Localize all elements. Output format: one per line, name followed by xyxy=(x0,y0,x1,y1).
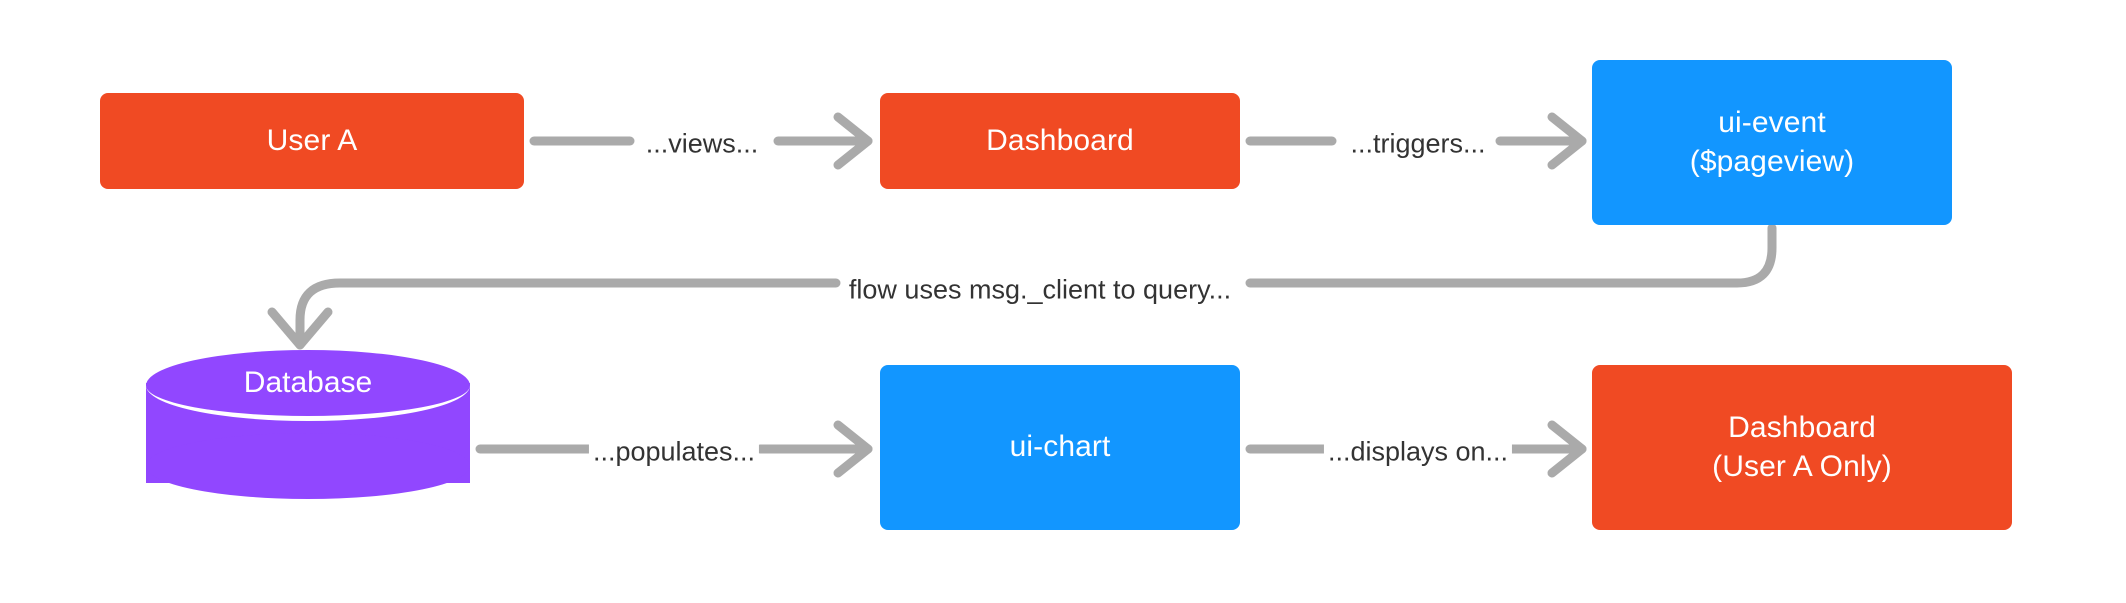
node-database-label: Database xyxy=(243,366,373,399)
node-user-a[interactable]: User A xyxy=(100,93,524,189)
edge-label-triggers: ...triggers... xyxy=(1346,130,1490,158)
node-ui-chart[interactable]: ui-chart xyxy=(880,365,1240,530)
node-dashboard[interactable]: Dashboard xyxy=(880,93,1240,189)
node-dashboard-label: Dashboard xyxy=(986,123,1134,157)
database-cylinder-bottom xyxy=(146,433,470,499)
node-dashboard-user-a-only-sublabel: (User A Only) xyxy=(1712,449,1892,483)
node-ui-event[interactable]: ui-event ($pageview) xyxy=(1592,60,1952,225)
node-dashboard-user-a-only-label: Dashboard xyxy=(1728,411,1876,445)
node-dashboard-user-a-only[interactable]: Dashboard (User A Only) xyxy=(1592,365,2012,530)
edge-label-views: ...views... xyxy=(641,130,763,158)
edge-label-populates: ...populates... xyxy=(588,438,760,466)
edge-label-displays-on: ...displays on... xyxy=(1323,438,1513,466)
node-ui-chart-label: ui-chart xyxy=(1009,430,1111,464)
node-database[interactable]: Database xyxy=(146,350,470,516)
node-user-a-label: User A xyxy=(266,123,358,157)
node-ui-event-label: ui-event xyxy=(1718,106,1826,140)
edge-label-query: flow uses msg._client to query... xyxy=(844,276,1236,304)
node-ui-event-sublabel: ($pageview) xyxy=(1689,144,1855,178)
database-cylinder-top xyxy=(146,350,470,421)
